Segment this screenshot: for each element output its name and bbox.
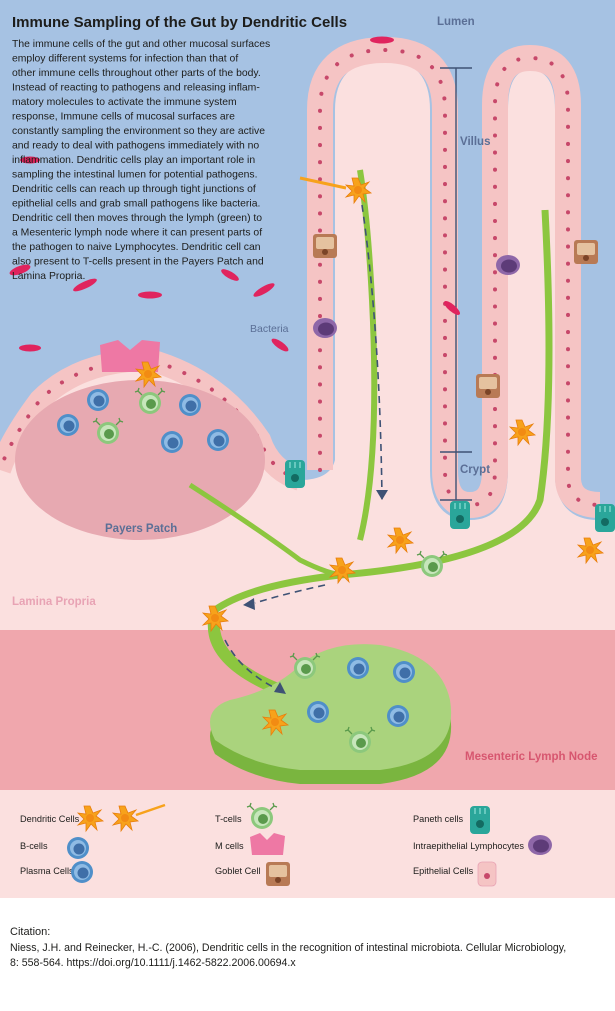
villus-lymph-vessel — [357, 169, 378, 541]
description-line: the pathogen to naive Lymphocytes. Dendr… — [12, 242, 261, 253]
lamina-lymph-vessel — [212, 209, 553, 613]
label-lamina-propria: Lamina Propria — [12, 596, 96, 608]
arrowhead-node — [274, 682, 286, 694]
description-line: other immune cells throughout other part… — [12, 68, 261, 79]
description-line: Instead of reacting to pathogens and rel… — [12, 83, 260, 94]
patch-lymph-vessel — [188, 482, 346, 578]
dendrite-extension — [299, 176, 347, 190]
legend-paneth-cells: Paneth cells — [413, 814, 463, 824]
label-villus: Villus — [460, 136, 490, 148]
arrowhead-lamina — [243, 598, 255, 610]
legend-goblet-cell: Goblet Cell — [215, 866, 260, 876]
goblet-cell-2 — [574, 240, 598, 264]
b-cell-3 — [179, 394, 201, 416]
iel-2 — [496, 255, 520, 275]
description-line: inflammation. Dendritic cells play an im… — [12, 155, 255, 166]
b-cell-5 — [207, 429, 229, 451]
b-cell-1 — [57, 414, 79, 436]
description-line: also present to T-cells present in the P… — [12, 257, 264, 268]
b-cell-node-4 — [307, 701, 329, 723]
citation-area — [0, 898, 615, 1006]
description-line: constantly sampling the environment so t… — [12, 126, 265, 137]
description-line: a Mesenteric lymph node where it can pre… — [12, 228, 262, 239]
iel-1 — [313, 318, 337, 338]
legend-dendrite-line — [135, 803, 166, 817]
b-cell-4 — [161, 431, 183, 453]
b-cell-node-2 — [393, 661, 415, 683]
legend-epithelial-nucleus — [484, 873, 490, 879]
description-line: response, Immune cells of mucosal surfac… — [12, 112, 235, 123]
description-line: Dendritic cell then moves through the ly… — [12, 213, 262, 224]
label-mesenteric-lymph-node: Mesenteric Lymph Node — [465, 751, 598, 763]
label-payers-patch: Payers Patch — [105, 523, 177, 535]
paneth-cell-3 — [594, 503, 615, 533]
migration-arrow-lamina — [254, 584, 326, 604]
label-bacteria: Bacteria — [250, 323, 289, 335]
goblet-cell-3 — [476, 374, 500, 398]
diagram-title: Immune Sampling of the Gut by Dendritic … — [12, 14, 347, 31]
label-lumen: Lumen — [437, 16, 475, 28]
b-cell-node-3 — [387, 705, 409, 727]
paneth-cell-2 — [449, 500, 471, 530]
label-crypt: Crypt — [460, 464, 490, 476]
description-line: employ different systems for infection t… — [12, 54, 238, 65]
citation-heading: Citation: — [10, 926, 50, 938]
legend-epithelial-cells: Epithelial Cells — [413, 866, 474, 876]
paneth-cell-1 — [284, 459, 306, 489]
bacteria-group — [9, 36, 460, 352]
description-line: epithelial cells and grab small pathogen… — [12, 199, 260, 210]
legend-b-cell-icon — [67, 837, 89, 859]
description-line: Lamina Propria. — [12, 271, 85, 282]
legend-intraepithelial-lymphocytes: Intraepithelial Lymphocytes — [413, 841, 524, 851]
description-line: The immune cells of the gut and other mu… — [12, 39, 270, 50]
legend-m-cell-icon — [250, 833, 285, 855]
description-line: Dendritic cells can reach up through tig… — [12, 184, 256, 195]
migration-arrow-villus — [361, 204, 383, 501]
legend-dendritic-cells: Dendritic Cells — [20, 814, 80, 824]
legend-goblet-icon — [266, 862, 290, 886]
goblet-cell-1 — [313, 234, 337, 258]
legend-t-cells: T-cells — [215, 814, 242, 824]
epithelium-nuclei — [318, 47, 602, 508]
description-line: matory molecules to activate the immune … — [12, 97, 237, 108]
b-cell-2 — [87, 389, 109, 411]
legend-b-cells: B-cells — [20, 841, 48, 851]
citation-line-2: 8: 558-564. https://doi.org/10.1111/j.14… — [10, 957, 296, 969]
legend-area — [0, 790, 615, 898]
description-line: sampling the intestinal lumen for potent… — [12, 170, 258, 181]
legend-iel-icon — [528, 835, 552, 855]
legend-plasma-cells: Plasma Cells — [20, 866, 74, 876]
mesenteric-lymph-node — [210, 644, 452, 770]
description-block: The immune cells of the gut and other mu… — [12, 39, 270, 282]
legend-plasma-cell-icon — [71, 861, 93, 883]
legend-paneth-icon — [469, 805, 491, 835]
legend-m-cells: M cells — [215, 841, 244, 851]
description-line: and ready to deal with pathogens immedia… — [12, 141, 259, 152]
migration-arrow-node — [224, 639, 276, 689]
arrowhead-villus — [376, 490, 388, 500]
b-cell-node-1 — [347, 657, 369, 679]
citation-line-1: Niess, J.H. and Reinecker, H.-C. (2006),… — [10, 942, 566, 954]
